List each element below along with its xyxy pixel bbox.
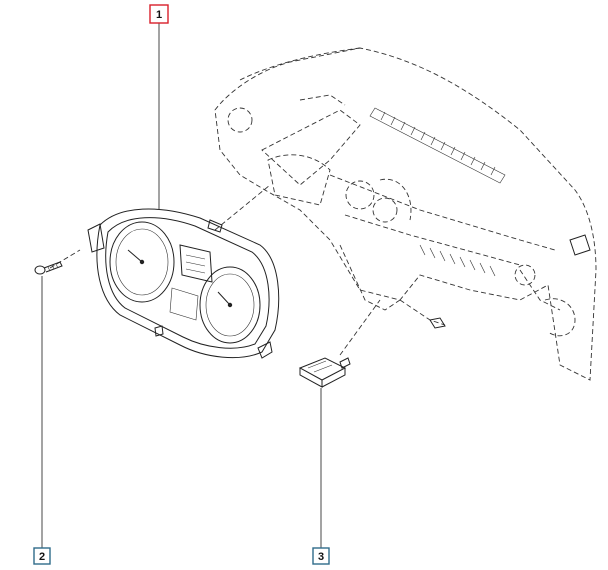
callout-leaders: [41, 23, 322, 548]
callout-3-label: 3: [318, 551, 324, 563]
assembly-leader-lines: [49, 184, 381, 356]
callout-3[interactable]: 3: [312, 547, 330, 565]
callout-2-label: 2: [39, 551, 45, 563]
electrical-connector: [298, 357, 351, 388]
callout-1-label: 1: [156, 9, 162, 21]
dashboard-outline: [214, 47, 597, 381]
screw: [34, 261, 63, 275]
callout-2[interactable]: 2: [33, 547, 51, 565]
callout-1[interactable]: 1: [149, 4, 169, 24]
instrument-cluster: [87, 208, 280, 359]
callout-3-box: [312, 547, 330, 565]
callout-2-box: [33, 547, 51, 565]
callout-1-box: [149, 4, 169, 24]
